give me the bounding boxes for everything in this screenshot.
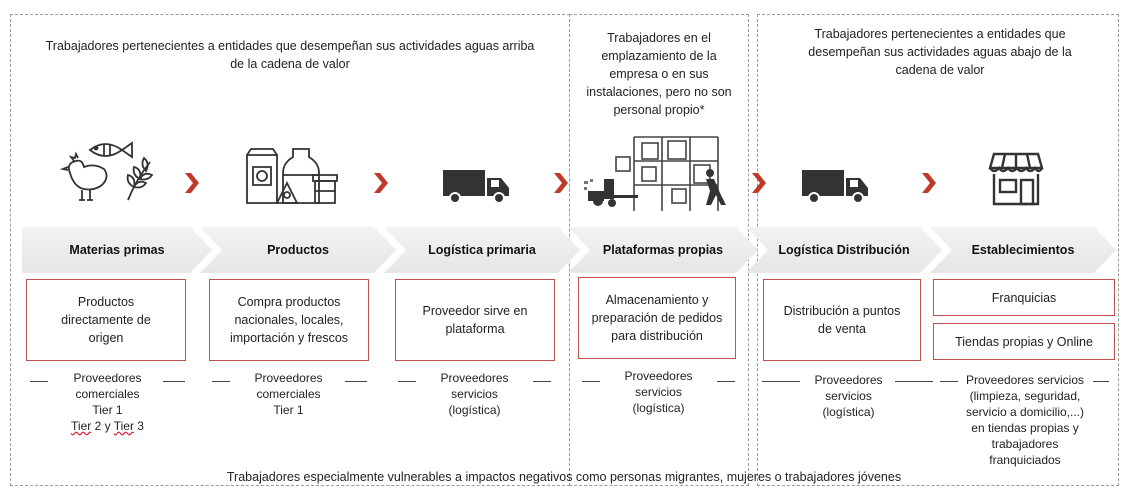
stage-productos: Productos (200, 227, 396, 273)
supplier-line: Tier 1 (273, 403, 304, 417)
supplier-line: servicios (451, 387, 498, 401)
truck-icon (443, 170, 509, 204)
stage-logistica-distribucion: Logística Distribución (746, 227, 942, 273)
supplier-line: Proveedores (73, 371, 142, 385)
stage-label: Establecimientos (971, 243, 1075, 257)
separator-line (895, 381, 933, 382)
box-compra-productos: Compra productos nacionales, locales, im… (209, 279, 369, 361)
stage-label: Logística Distribución (778, 243, 910, 257)
suppliers-logistica-primaria: Proveedores servicios (logística) (422, 370, 527, 418)
separator-line (30, 381, 48, 382)
chevron-right-icon (554, 173, 568, 193)
supplier-line: servicio a domicilio,...) (965, 405, 1085, 419)
downstream-header: Trabajadores pertenecientes a entidades … (808, 27, 1072, 77)
box-distribucion-puntos: Distribución a puntos de venta (763, 279, 921, 361)
supplier-line: en tiendas propias y (971, 421, 1079, 435)
supplier-line: (logística) (632, 401, 685, 415)
supplier-line: trabajadores (991, 437, 1059, 451)
stage-label: Materias primas (69, 243, 165, 257)
stage-label: Logística primaria (428, 243, 536, 257)
supplier-line: Proveedores (624, 369, 693, 383)
supplier-line: Tier 1 (92, 403, 123, 417)
stage-label: Productos (267, 243, 329, 257)
products-icon (246, 148, 338, 204)
chevron-right-icon (185, 173, 199, 193)
suppliers-logistica-distribucion: Proveedores servicios (logística) (796, 372, 901, 420)
chevron-right-icon (752, 173, 766, 193)
supplier-line: (logística) (822, 405, 875, 419)
supplier-line: Proveedores servicios (965, 373, 1085, 387)
truck-icon (802, 170, 868, 204)
footer-note: Trabajadores especialmente vulnerables a… (226, 470, 902, 484)
supplier-line: (limpieza, seguridad, (969, 389, 1081, 403)
raw-materials-icon (60, 141, 154, 201)
separator-line (582, 381, 600, 382)
box-franquicias: Franquicias (933, 279, 1115, 316)
chevron-right-icon (922, 173, 936, 193)
stage-establecimientos: Establecimientos (930, 227, 1116, 273)
separator-line (940, 381, 958, 382)
stage-plataformas-propias: Plataformas propias (568, 227, 758, 273)
chevron-right-icon (374, 173, 388, 193)
supplier-line: franquiciados (989, 453, 1061, 467)
separator-line (533, 381, 551, 382)
suppliers-materias-primas: Proveedores comerciales Tier 1 Tier 2 y … (55, 370, 160, 434)
upstream-header: Trabajadores pertenecientes a entidades … (45, 39, 535, 71)
supplier-line: comerciales (75, 387, 140, 401)
box-almacenamiento: Almacenamiento y preparación de pedidos … (578, 277, 736, 359)
separator-line (212, 381, 230, 382)
separator-line (717, 381, 735, 382)
separator-line (345, 381, 367, 382)
separator-line (762, 381, 800, 382)
store-icon (988, 152, 1044, 206)
supplier-line: servicios (825, 389, 872, 403)
box-proveedor-plataforma: Proveedor sirve en plataforma (395, 279, 555, 361)
stage-label: Plataformas propias (602, 243, 724, 257)
box-tiendas-propias: Tiendas propias y Online (933, 323, 1115, 360)
stage-materias-primas: Materias primas (22, 227, 212, 273)
stage-logistica-primaria: Logística primaria (384, 227, 580, 273)
supplier-tiers: Tier 2 y Tier 3 (71, 419, 144, 433)
supplier-line: Proveedores (440, 371, 509, 385)
supplier-line: Proveedores (254, 371, 323, 385)
supplier-line: Proveedores (814, 373, 883, 387)
supplier-line: (logística) (448, 403, 501, 417)
suppliers-plataformas: Proveedores servicios (logística) (606, 368, 711, 416)
box-productos-origen: Productos directamente de origen (26, 279, 186, 361)
supplier-line: comerciales (256, 387, 321, 401)
separator-line (163, 381, 185, 382)
separator-line (398, 381, 416, 382)
warehouse-icon (584, 136, 726, 211)
suppliers-productos: Proveedores comerciales Tier 1 (236, 370, 341, 418)
onsite-header: Trabajadores en el emplazamiento de la e… (586, 31, 732, 117)
separator-line (1093, 381, 1109, 382)
supplier-line: servicios (635, 385, 682, 399)
suppliers-establecimientos: Proveedores servicios (limpieza, segurid… (958, 372, 1092, 468)
